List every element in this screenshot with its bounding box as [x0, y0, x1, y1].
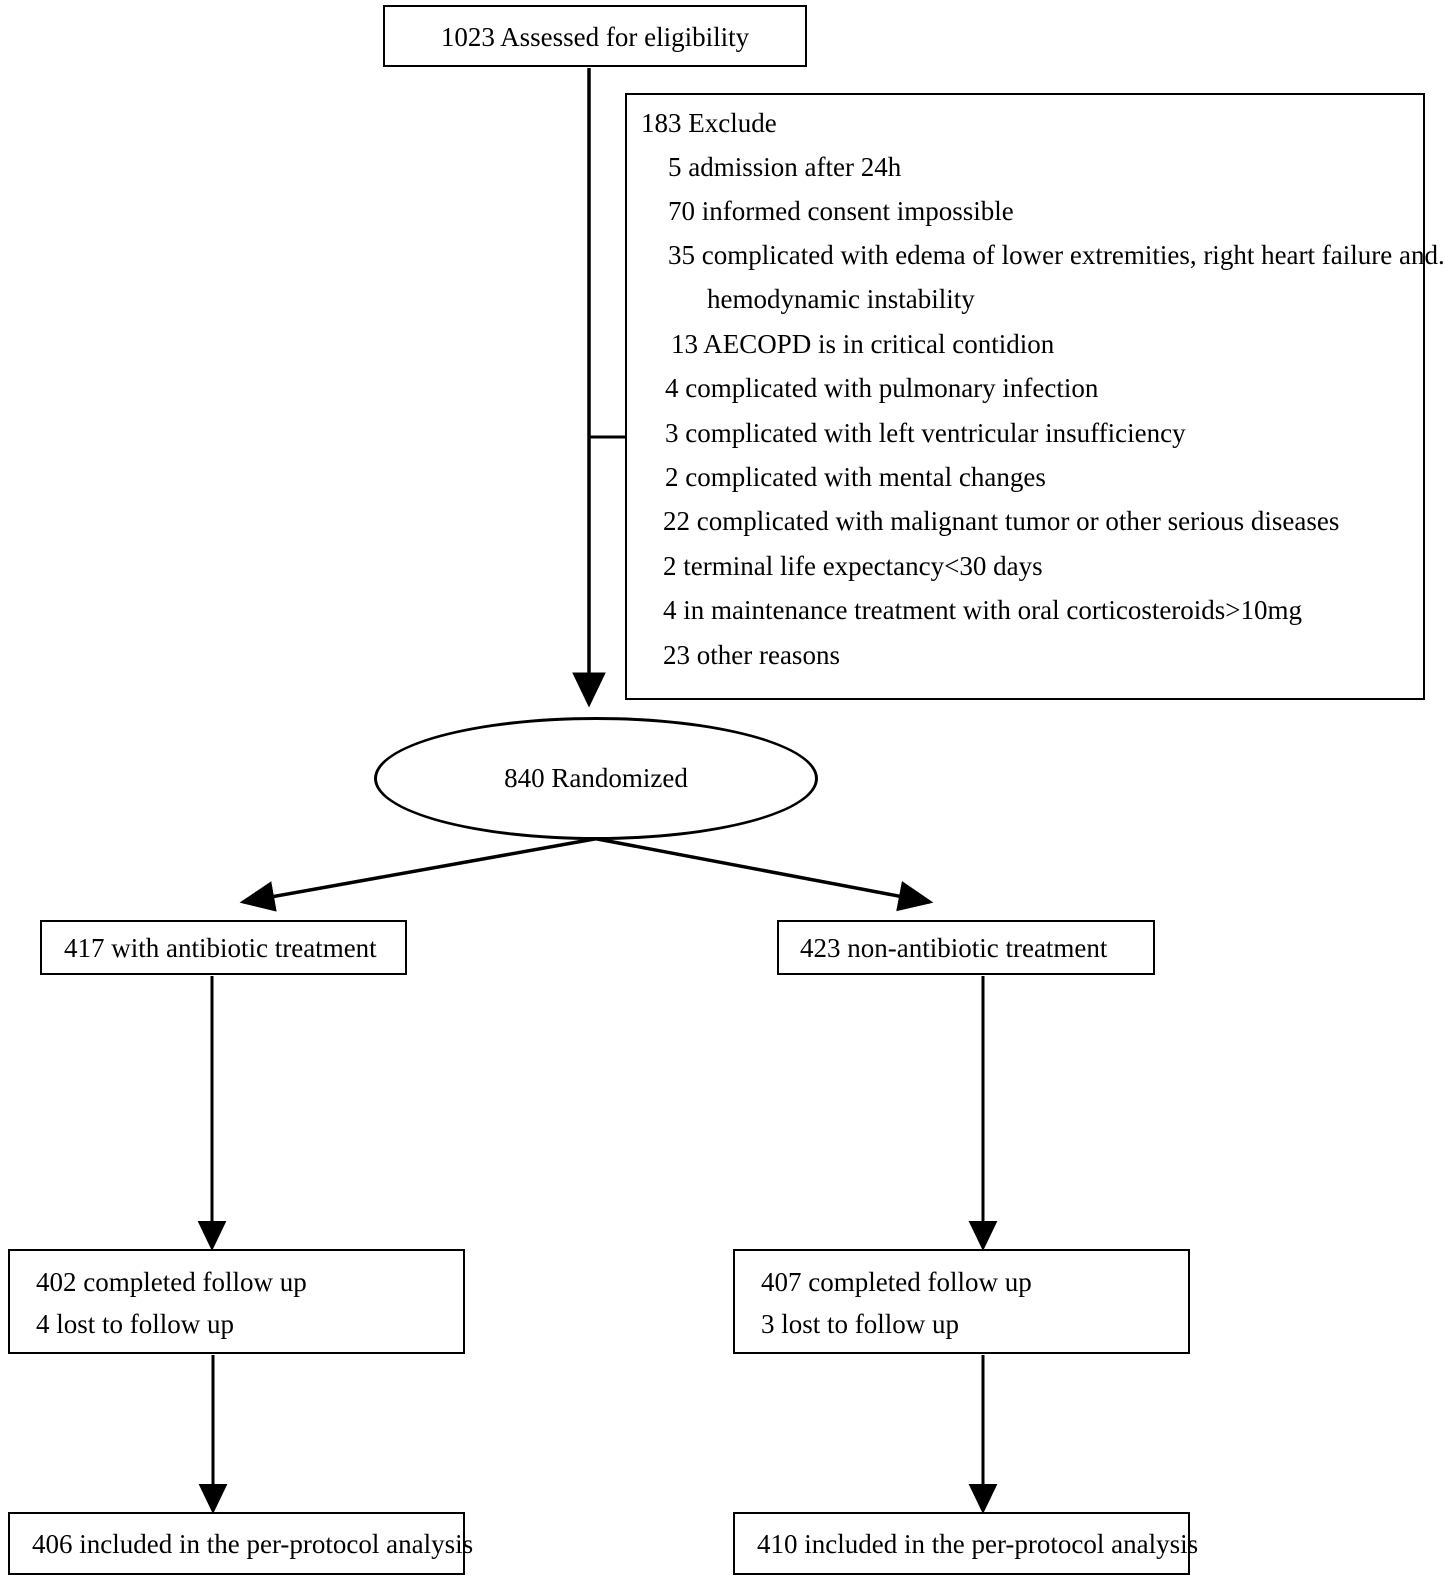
- exclusions-header: 183 Exclude: [641, 108, 777, 138]
- exclusion-reason-3: 13 AECOPD is in critical contidion: [671, 329, 1055, 359]
- followup-left-line1: 402 completed follow up: [36, 1267, 307, 1297]
- arm-right-label: 423 non-antibiotic treatment: [800, 933, 1108, 963]
- node-assessed-for-eligibility: 1023 Assessed for eligibility: [383, 5, 807, 67]
- node-arm-antibiotic: 417 with antibiotic treatment: [40, 920, 407, 975]
- exclusion-reason-7: 22 complicated with malignant tumor or o…: [663, 506, 1340, 536]
- exclusion-reason-5: 3 complicated with left ventricular insu…: [665, 418, 1186, 448]
- followup-right-line2: 3 lost to follow up: [761, 1309, 960, 1339]
- exclusion-reason-4: 4 complicated with pulmonary infection: [665, 373, 1099, 403]
- connector-randomized-to-left-arm: [239, 836, 601, 912]
- node-arm-non-antibiotic: 423 non-antibiotic treatment: [777, 920, 1155, 975]
- exclusion-reason-10: 23 other reasons: [663, 640, 840, 670]
- exclusion-reason-2-continued: hemodynamic instability: [707, 284, 975, 314]
- assessed-label: 1023 Assessed for eligibility: [440, 22, 750, 52]
- exclusion-reason-9: 4 in maintenance treatment with oral cor…: [663, 595, 1303, 625]
- exclusion-reason-6: 2 complicated with mental changes: [665, 462, 1046, 492]
- node-followup-left: 402 completed follow up 4 lost to follow…: [8, 1249, 465, 1354]
- node-randomized: 840 Randomized: [374, 717, 818, 840]
- node-analysis-left: 406 included in the per-protocol analysi…: [8, 1512, 473, 1575]
- exclusion-reason-0: 5 admission after 24h: [668, 152, 902, 182]
- analysis-right-label: 410 included in the per-protocol analysi…: [757, 1529, 1199, 1559]
- followup-left-line2: 4 lost to follow up: [36, 1309, 235, 1339]
- node-exclusions: [625, 93, 1425, 700]
- exclusion-reason-1: 70 informed consent impossible: [668, 196, 1014, 226]
- node-followup-right: 407 completed follow up 3 lost to follow…: [733, 1249, 1190, 1354]
- exclusion-reason-8: 2 terminal life expectancy<30 days: [663, 551, 1043, 581]
- randomized-label: 840 Randomized: [504, 763, 688, 793]
- analysis-left-label: 406 included in the per-protocol analysi…: [32, 1529, 474, 1559]
- connector-randomized-to-right-arm: [591, 836, 934, 912]
- followup-right-line1: 407 completed follow up: [761, 1267, 1032, 1297]
- exclusion-reason-2: 35 complicated with edema of lower extre…: [668, 240, 1445, 270]
- node-analysis-right: 410 included in the per-protocol analysi…: [733, 1512, 1198, 1575]
- arm-left-label: 417 with antibiotic treatment: [64, 933, 377, 963]
